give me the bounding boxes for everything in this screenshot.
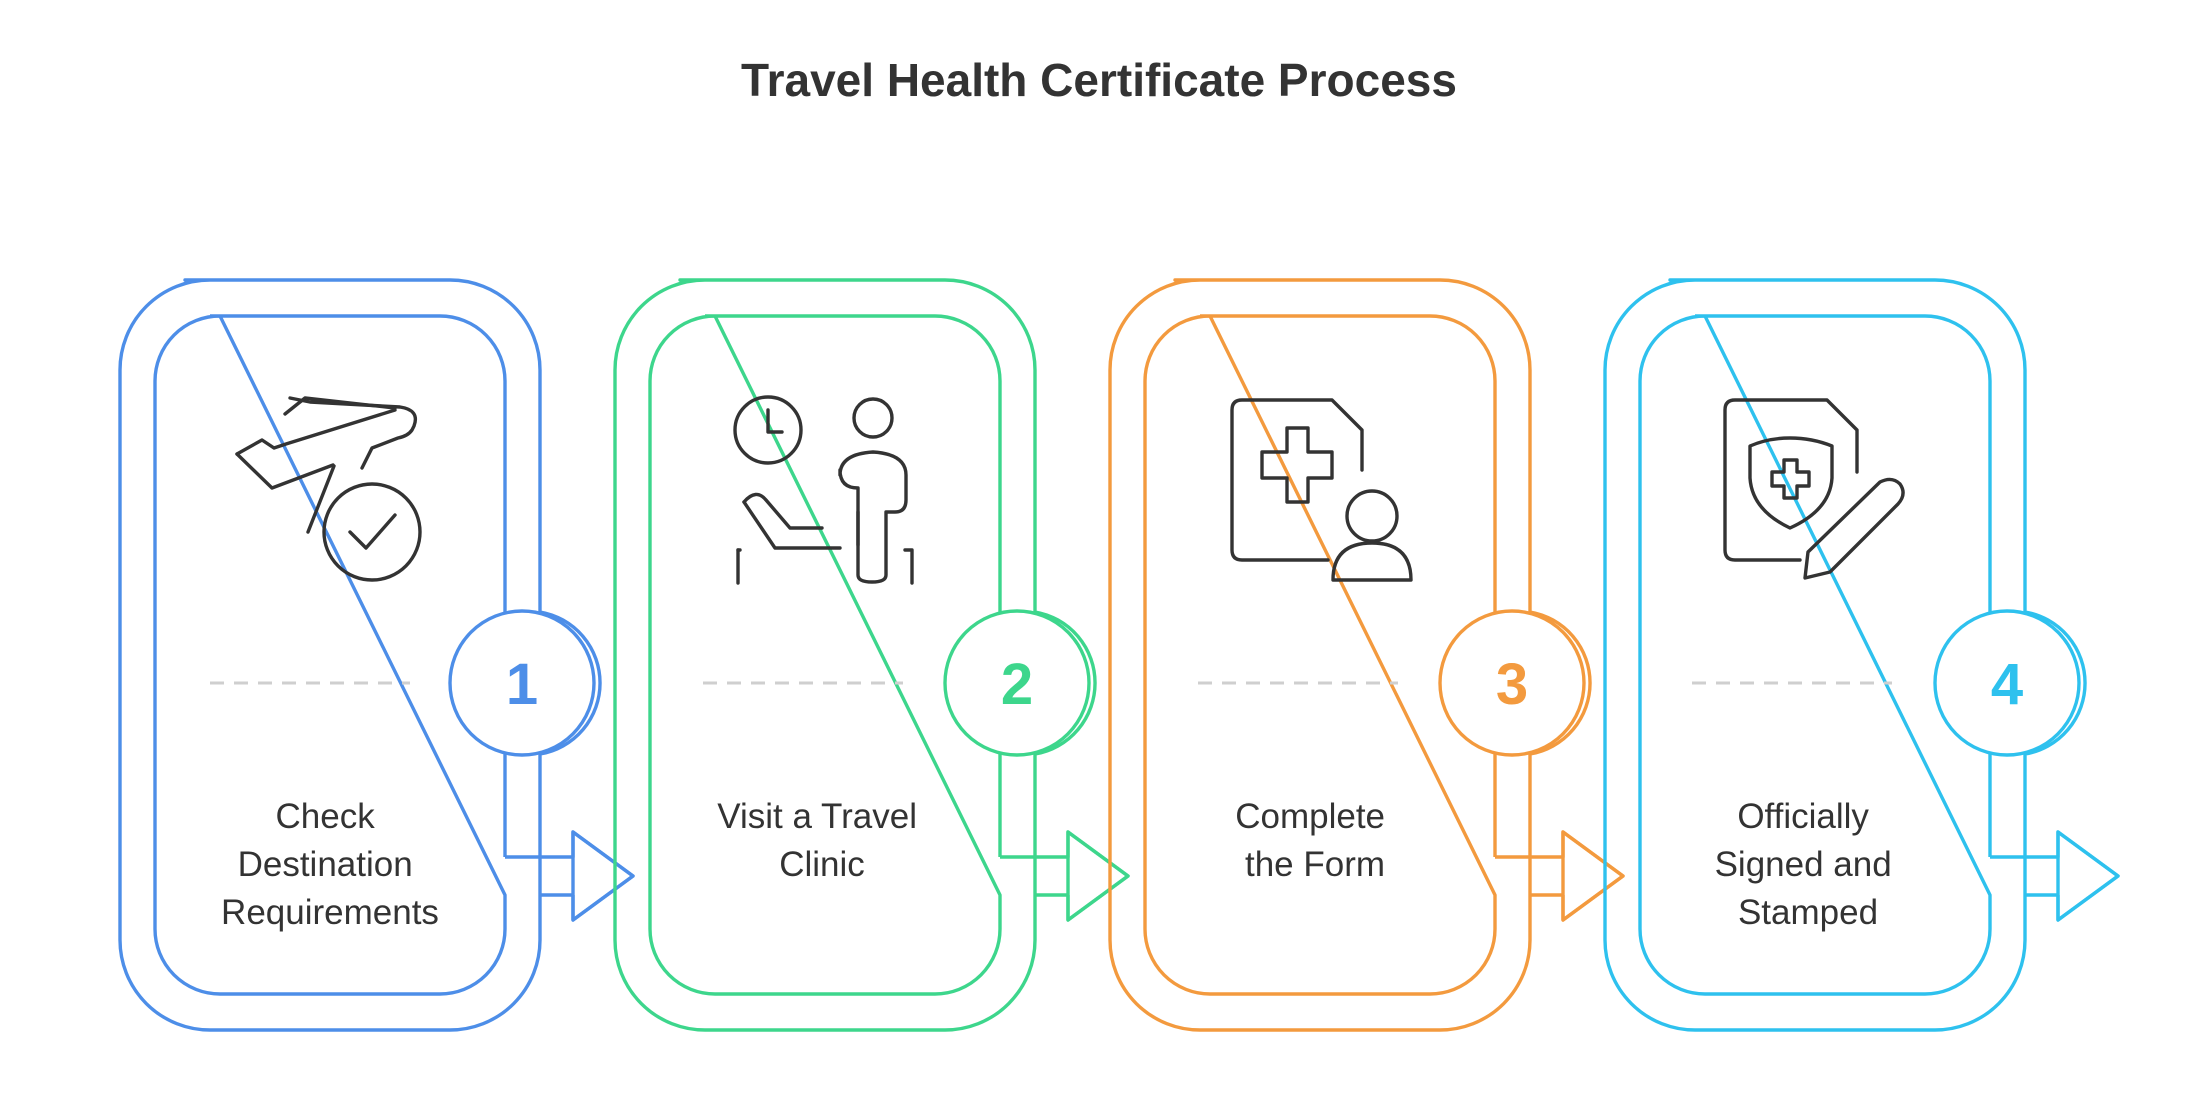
step-4-outer-frame <box>1603 278 2120 1032</box>
step-3-number-circle <box>1438 609 1586 757</box>
step-3: 3 Complete the Form <box>1108 278 1625 1032</box>
step-1-inner-frame <box>153 314 507 996</box>
step-3-number: 3 <box>1496 652 1528 717</box>
step-3-label: Complete the Form <box>1235 797 1395 884</box>
step-2: 2 Visit a Travel Clinic <box>613 278 1130 1032</box>
step-4-number-circle <box>1933 609 2081 757</box>
step-3-arrow <box>1495 830 1625 922</box>
step-4-inner-frame <box>1638 314 1992 996</box>
medical-form-person-icon <box>1230 398 1413 582</box>
diagram-title: Travel Health Certificate Process <box>741 54 1457 106</box>
step-1: 1 Check Destination Requirements <box>118 278 635 1032</box>
step-2-inner-frame <box>648 314 1002 996</box>
step-1-number: 1 <box>506 652 538 717</box>
step-3-outer-frame <box>1108 278 1625 1032</box>
step-1-label: Check Destination Requirements <box>221 797 439 932</box>
step-3-inner-frame <box>1143 314 1497 996</box>
step-2-outer-frame <box>613 278 1130 1032</box>
shield-document-pen-icon <box>1723 398 1905 580</box>
step-2-number-circle <box>943 609 1091 757</box>
step-2-arrow <box>1000 830 1130 922</box>
step-1-number-circle <box>448 609 596 757</box>
airplane-check-icon <box>235 396 422 582</box>
step-4: 4 Officially Signed and Stamped <box>1603 278 2120 1032</box>
step-4-arrow <box>1990 830 2120 922</box>
step-1-arrow <box>505 830 635 922</box>
step-4-label: Officially Signed and Stamped <box>1715 797 1902 932</box>
clinic-visit-icon <box>733 395 914 585</box>
step-4-number: 4 <box>1991 652 2023 717</box>
step-1-outer-frame <box>118 278 635 1032</box>
step-2-label: Visit a Travel Clinic <box>717 797 926 884</box>
step-2-number: 2 <box>1001 652 1033 717</box>
